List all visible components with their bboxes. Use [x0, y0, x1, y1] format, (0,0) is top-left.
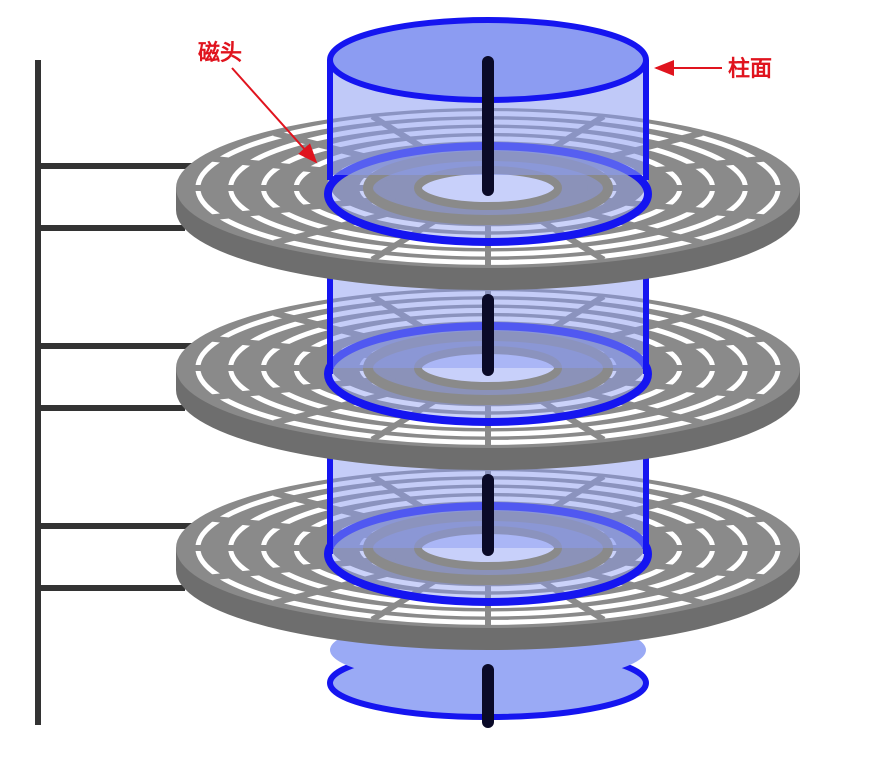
- platter-stack: [38, 108, 800, 650]
- head-pointer-arrow: [231, 67, 318, 164]
- head-label-group: 磁头: [198, 40, 318, 164]
- head-label: 磁头: [198, 40, 242, 66]
- cylinder-label-group: 柱面: [654, 57, 772, 82]
- cylinder-label: 柱面: [728, 57, 772, 82]
